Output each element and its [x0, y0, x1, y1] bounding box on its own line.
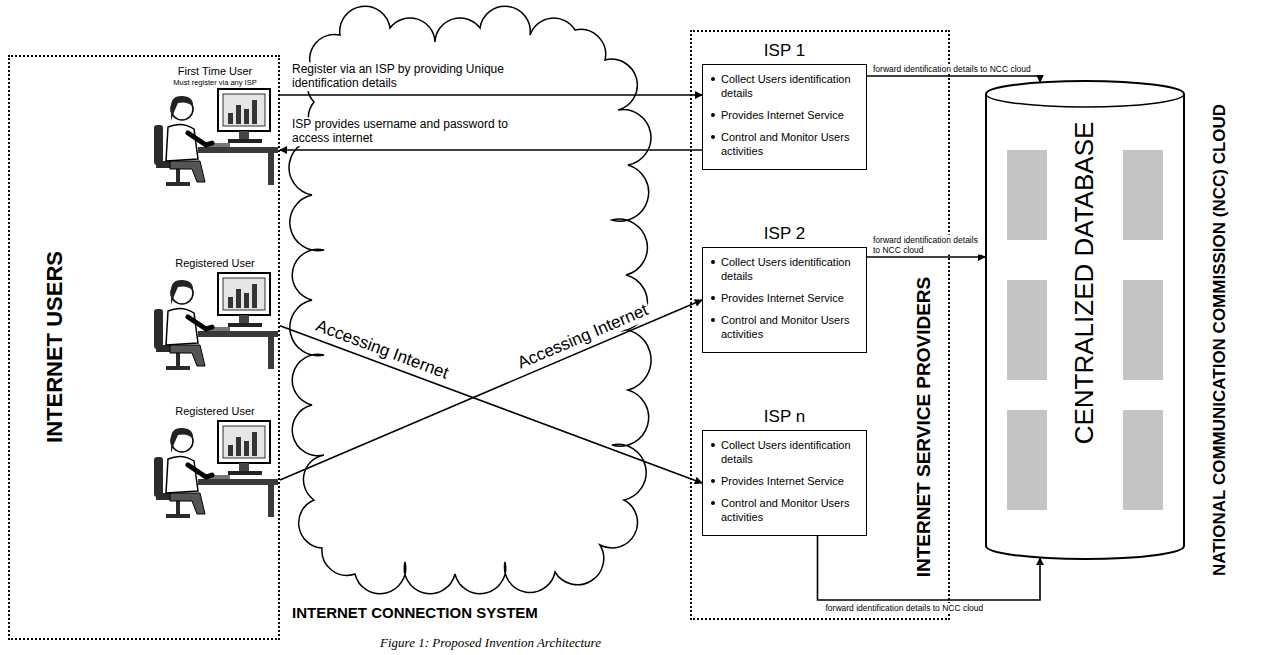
connector-label: Accessing Internet — [311, 315, 453, 384]
bullet-item: Provides Internet Service — [709, 474, 858, 488]
group-region: First Time UserMust register via any ISP… — [8, 55, 280, 640]
database-cylinder: CENTRALIZED DATABASENATIONAL COMMUNICATI… — [985, 80, 1185, 560]
user-figure: Registered User — [150, 405, 280, 530]
user-icon — [154, 421, 278, 517]
process-box: ISP nCollect Users identification detail… — [702, 430, 867, 536]
bullet-item: Collect Users identification details — [709, 255, 858, 283]
cylinder-rim — [986, 94, 1184, 107]
connector-arrow — [280, 149, 702, 151]
bullet-item: Control and Monitor Users activities — [709, 313, 858, 341]
box-heading: ISP 2 — [703, 224, 866, 244]
connector-arrow — [280, 326, 702, 483]
bullet-item: Control and Monitor Users activities — [709, 496, 858, 524]
box-heading: ISP n — [703, 407, 866, 427]
user-label: Registered User — [150, 405, 280, 418]
storage-block — [1007, 410, 1047, 510]
database-title: CENTRALIZED DATABASE — [1070, 119, 1100, 448]
bullet-item: Provides Internet Service — [709, 291, 858, 305]
cylinder-body — [986, 81, 1184, 559]
connector-label: forward identification details to NCC cl… — [871, 64, 1033, 74]
process-box: ISP 1Collect Users identification detail… — [702, 64, 867, 170]
section-label: INTERNET CONNECTION SYSTEM — [292, 604, 538, 621]
user-figure: Registered User — [150, 257, 280, 382]
user-icon — [154, 89, 278, 185]
connector-label: Accessing Internet — [513, 299, 653, 374]
group-region: ISP 1 Collect Users identification detail… — [690, 30, 950, 620]
user-icon — [154, 273, 278, 369]
connector-arrow — [867, 76, 1040, 82]
bullet-item: Control and Monitor Users activities — [709, 130, 858, 158]
storage-block — [1123, 410, 1163, 510]
user-note: Must register via any ISP — [150, 78, 280, 88]
bullet-item: Collect Users identification details — [709, 438, 858, 466]
user-label: First Time User — [150, 65, 280, 78]
cloud-title: NATIONAL COMMUNICATION COMMISSION (NCC) … — [1210, 101, 1230, 579]
storage-block — [1007, 280, 1047, 380]
storage-block — [1123, 150, 1163, 240]
user-figure: First Time UserMust register via any ISP — [150, 65, 280, 190]
connector-arrow — [280, 94, 702, 96]
bullet-item: Provides Internet Service — [709, 108, 858, 122]
storage-block — [1007, 150, 1047, 240]
region-title: INTERNET SERVICE PROVIDERS — [913, 274, 935, 581]
connector-label: ISP provides username and password to ac… — [290, 117, 544, 146]
connector-arrow — [867, 256, 985, 258]
region-title: INTERNET USERS — [42, 248, 67, 446]
figure-caption: Figure 1: Proposed Invention Architectur… — [380, 635, 601, 651]
bullet-item: Collect Users identification details — [709, 72, 858, 100]
connector-label: Register via an ISP by providing Unique … — [290, 62, 544, 91]
user-label: Registered User — [150, 257, 280, 270]
connector-label: forward identification details to NCC cl… — [871, 235, 983, 255]
box-heading: ISP 1 — [703, 41, 866, 61]
storage-block — [1123, 280, 1163, 380]
connector-arrow — [280, 300, 702, 480]
connector-label: forward identification details to NCC cl… — [824, 603, 986, 613]
process-box: ISP 2Collect Users identification detail… — [702, 247, 867, 353]
